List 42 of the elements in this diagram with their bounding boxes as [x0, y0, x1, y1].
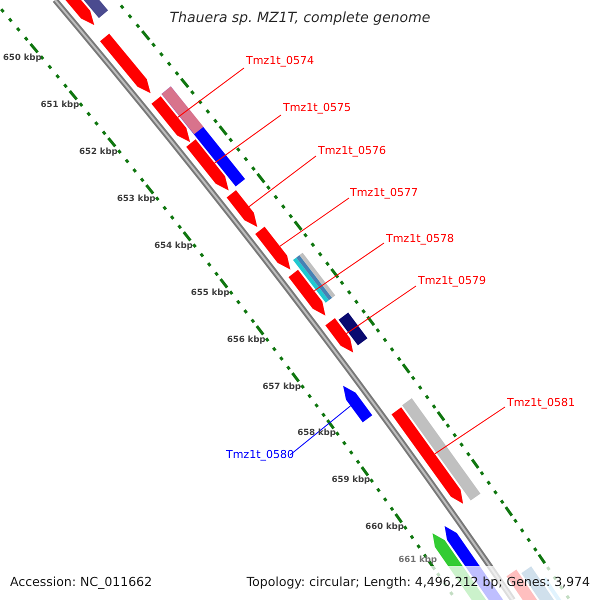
gene-label: Tmz1t_0575	[283, 102, 352, 113]
scale-label: 660 kbp	[365, 523, 404, 532]
gene-label: Tmz1t_0577	[350, 187, 418, 198]
gene-segment	[186, 139, 229, 190]
scale-label: 658 kbp	[297, 429, 336, 438]
leader-line	[177, 68, 244, 118]
leader-line	[214, 114, 282, 164]
gene-segment	[392, 407, 464, 504]
scale-label: 656 kbp	[226, 336, 266, 344]
scale-label: 655 kbp	[190, 288, 230, 298]
scale-label: 651 kbp	[40, 101, 80, 110]
gene-segment	[226, 190, 258, 227]
gene-segment	[338, 312, 368, 346]
leader-line	[434, 406, 506, 454]
gene-segment	[151, 96, 190, 142]
scale-label: 657 kbp	[262, 382, 301, 391]
gene-label: Tmz1t_0580	[226, 449, 294, 460]
gene-segment	[255, 226, 290, 270]
gene-label: Tmz1t_0581	[507, 397, 576, 408]
diagram-title: Thauera sp. MZ1T, complete genome	[170, 11, 430, 25]
leader-line	[346, 286, 416, 334]
gene-segment	[343, 386, 372, 422]
scale-label: 653 kbp	[116, 194, 156, 204]
leader-line	[314, 242, 384, 292]
gene-segment	[402, 398, 480, 500]
scale-label: 654 kbp	[154, 242, 193, 250]
gene-label: Tmz1t_0574	[246, 55, 314, 66]
leader-line	[279, 198, 350, 247]
gene-segment	[100, 34, 151, 94]
scale-label: 661 kbp	[398, 556, 437, 564]
gene-segment	[288, 270, 326, 316]
scale-label: 659 kbp	[332, 476, 370, 485]
gene-label: Tmz1t_0578	[386, 233, 454, 244]
gene-label: Tmz1t_0576	[318, 145, 386, 156]
footer-text: Accession: NC_011662	[10, 576, 152, 588]
leader-line	[248, 156, 316, 208]
gene-segment	[325, 318, 354, 352]
scale-label: 652 kbp	[79, 148, 118, 156]
scale-label: 650 kbp	[3, 54, 42, 63]
footer-text: Topology: circular; Length: 4,496,212 bp; Genes: 3,974	[246, 576, 590, 588]
leader-line	[290, 405, 351, 456]
gene-label: Tmz1t_0579	[418, 275, 486, 286]
